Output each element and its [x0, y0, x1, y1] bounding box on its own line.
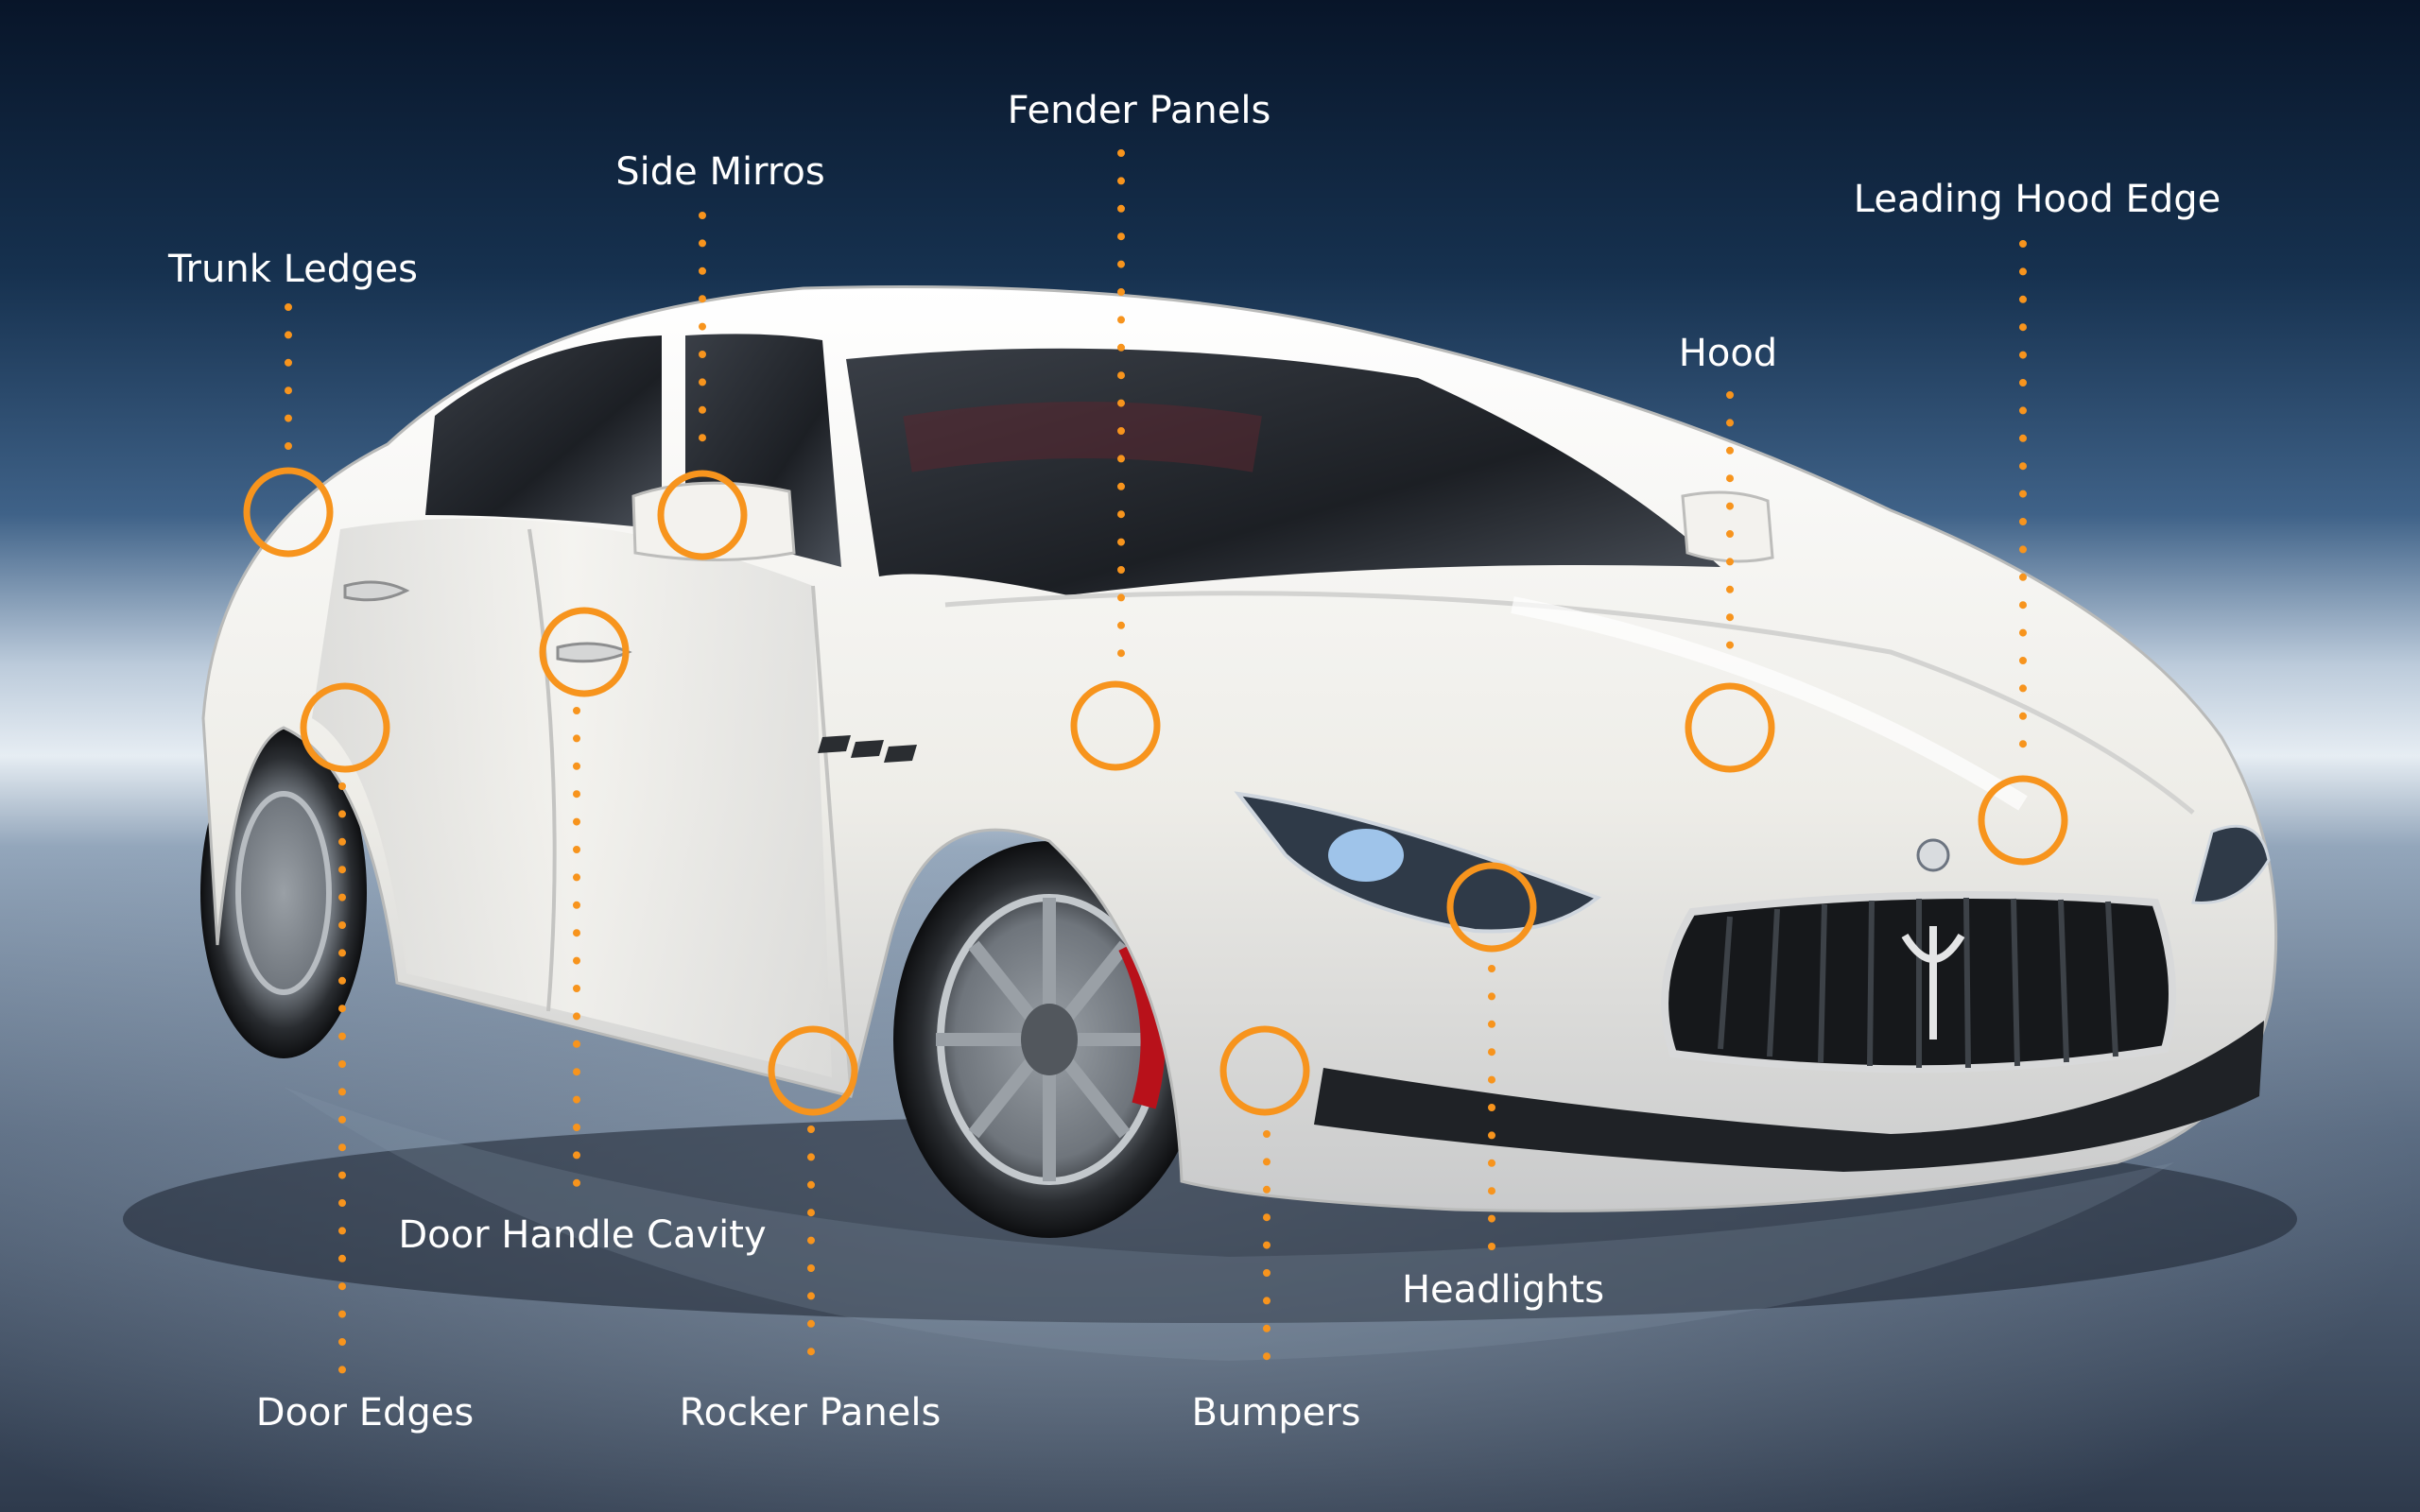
bumpers-marker-ring: [1219, 1025, 1310, 1116]
door-handle-cavity-label: Door Handle Cavity: [398, 1213, 766, 1257]
door-edges-label: Door Edges: [256, 1391, 474, 1435]
callout-leading-hood-edge: Leading Hood Edge: [1854, 178, 2221, 866]
callout-fender-panels: Fender Panels: [1008, 89, 1271, 771]
callout-door-handle-cavity: Door Handle Cavity: [398, 607, 767, 1257]
hood-label: Hood: [1679, 332, 1777, 375]
side-mirrors-label: Side Mirros: [615, 150, 824, 194]
leading-hood-edge-marker-ring: [1978, 775, 2068, 866]
bumpers-label: Bumpers: [1191, 1391, 1360, 1435]
callout-hood: Hood: [1679, 332, 1777, 773]
headlights-marker-ring: [1446, 862, 1537, 953]
callout-rocker-panels: Rocker Panels: [680, 1025, 942, 1435]
fender-panels-label: Fender Panels: [1008, 89, 1271, 132]
callout-trunk-ledges: Trunk Ledges: [167, 248, 418, 558]
rocker-panels-marker-ring: [768, 1025, 858, 1116]
callout-headlights: Headlights: [1402, 862, 1604, 1312]
hood-marker-ring: [1685, 682, 1775, 773]
rocker-panels-label: Rocker Panels: [680, 1391, 942, 1435]
callout-side-mirrors: Side Mirros: [615, 150, 825, 560]
trunk-ledges-label: Trunk Ledges: [167, 248, 418, 291]
callout-bumpers: Bumpers: [1191, 1025, 1361, 1435]
door-edges-marker-ring: [300, 682, 390, 773]
callout-door-edges: Door Edges: [256, 682, 474, 1435]
headlights-label: Headlights: [1402, 1268, 1604, 1312]
door-handle-cavity-marker-ring: [539, 607, 630, 697]
leading-hood-edge-label: Leading Hood Edge: [1854, 178, 2221, 221]
trunk-ledges-marker-ring: [243, 467, 334, 558]
fender-panels-marker-ring: [1070, 680, 1161, 771]
side-mirrors-marker-ring: [657, 470, 748, 560]
